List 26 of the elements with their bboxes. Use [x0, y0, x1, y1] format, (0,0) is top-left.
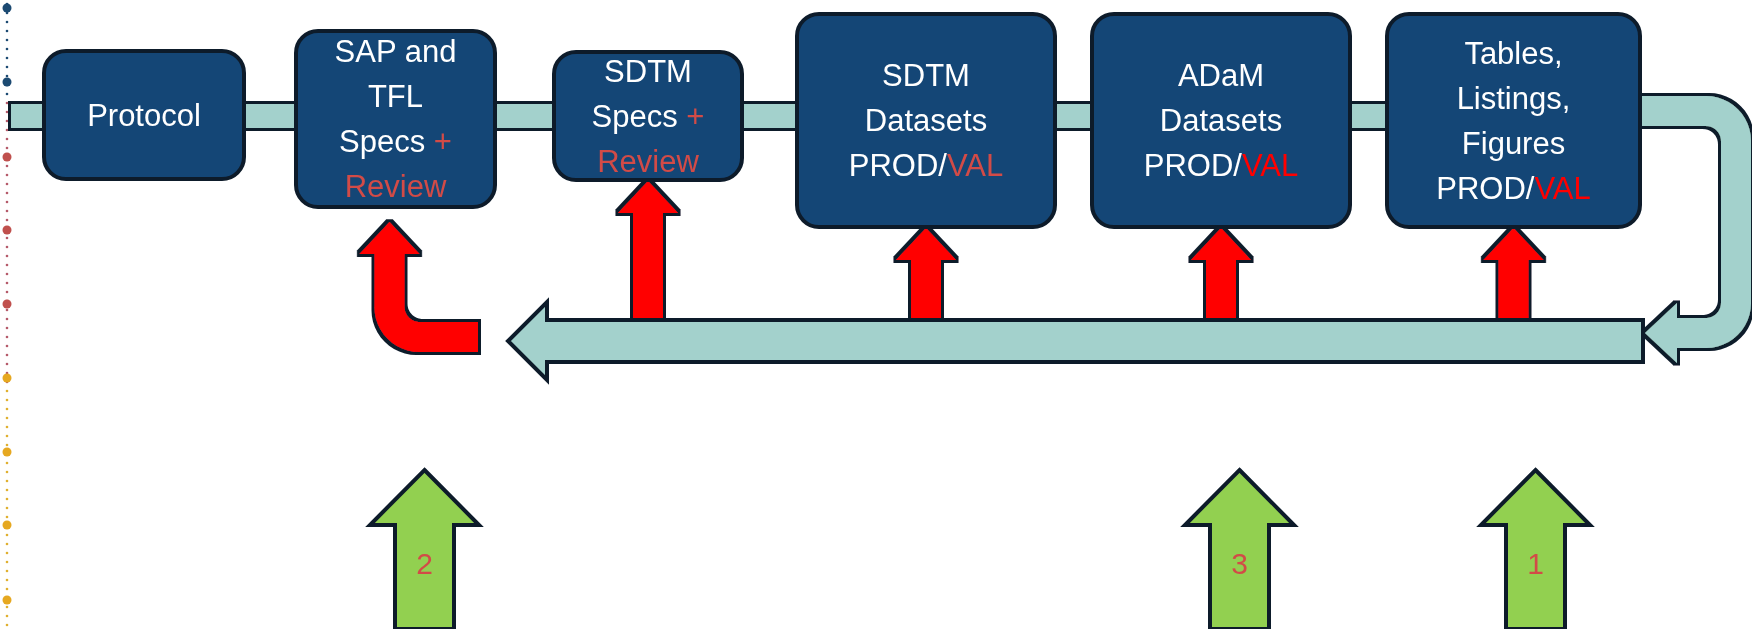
- step-number: 2: [415, 547, 434, 581]
- process-box: [552, 50, 744, 182]
- process-box: [294, 29, 497, 209]
- box-label: SDTM Datasets PROD/VAL: [847, 57, 1005, 185]
- process-box: [795, 12, 1057, 229]
- box-label: SAP and TFL Specs + Review: [333, 33, 458, 206]
- connector-band: [497, 104, 552, 128]
- box-label: ADaM Datasets PROD/VAL: [1142, 57, 1300, 185]
- box-label: Tables, Listings, Figures PROD/VAL: [1435, 34, 1592, 208]
- connector-band: [1352, 104, 1385, 128]
- up-arrow: [367, 467, 482, 629]
- step-number: 1: [1526, 547, 1545, 581]
- process-box: [1385, 12, 1642, 229]
- connector-band: [11, 104, 42, 128]
- connector-band: [744, 104, 795, 128]
- box-label: Protocol: [87, 96, 201, 135]
- up-arrow: [1182, 467, 1297, 629]
- connector-band: [246, 104, 294, 128]
- process-box: [42, 49, 246, 181]
- process-box: [1090, 12, 1352, 229]
- step-number: 3: [1230, 547, 1249, 581]
- up-arrow: [1478, 467, 1593, 629]
- return-arrow: [506, 300, 1646, 382]
- block-arrow: [1642, 96, 1751, 363]
- connector-band: [1057, 104, 1090, 128]
- box-label: SDTM Specs + Review: [590, 52, 706, 181]
